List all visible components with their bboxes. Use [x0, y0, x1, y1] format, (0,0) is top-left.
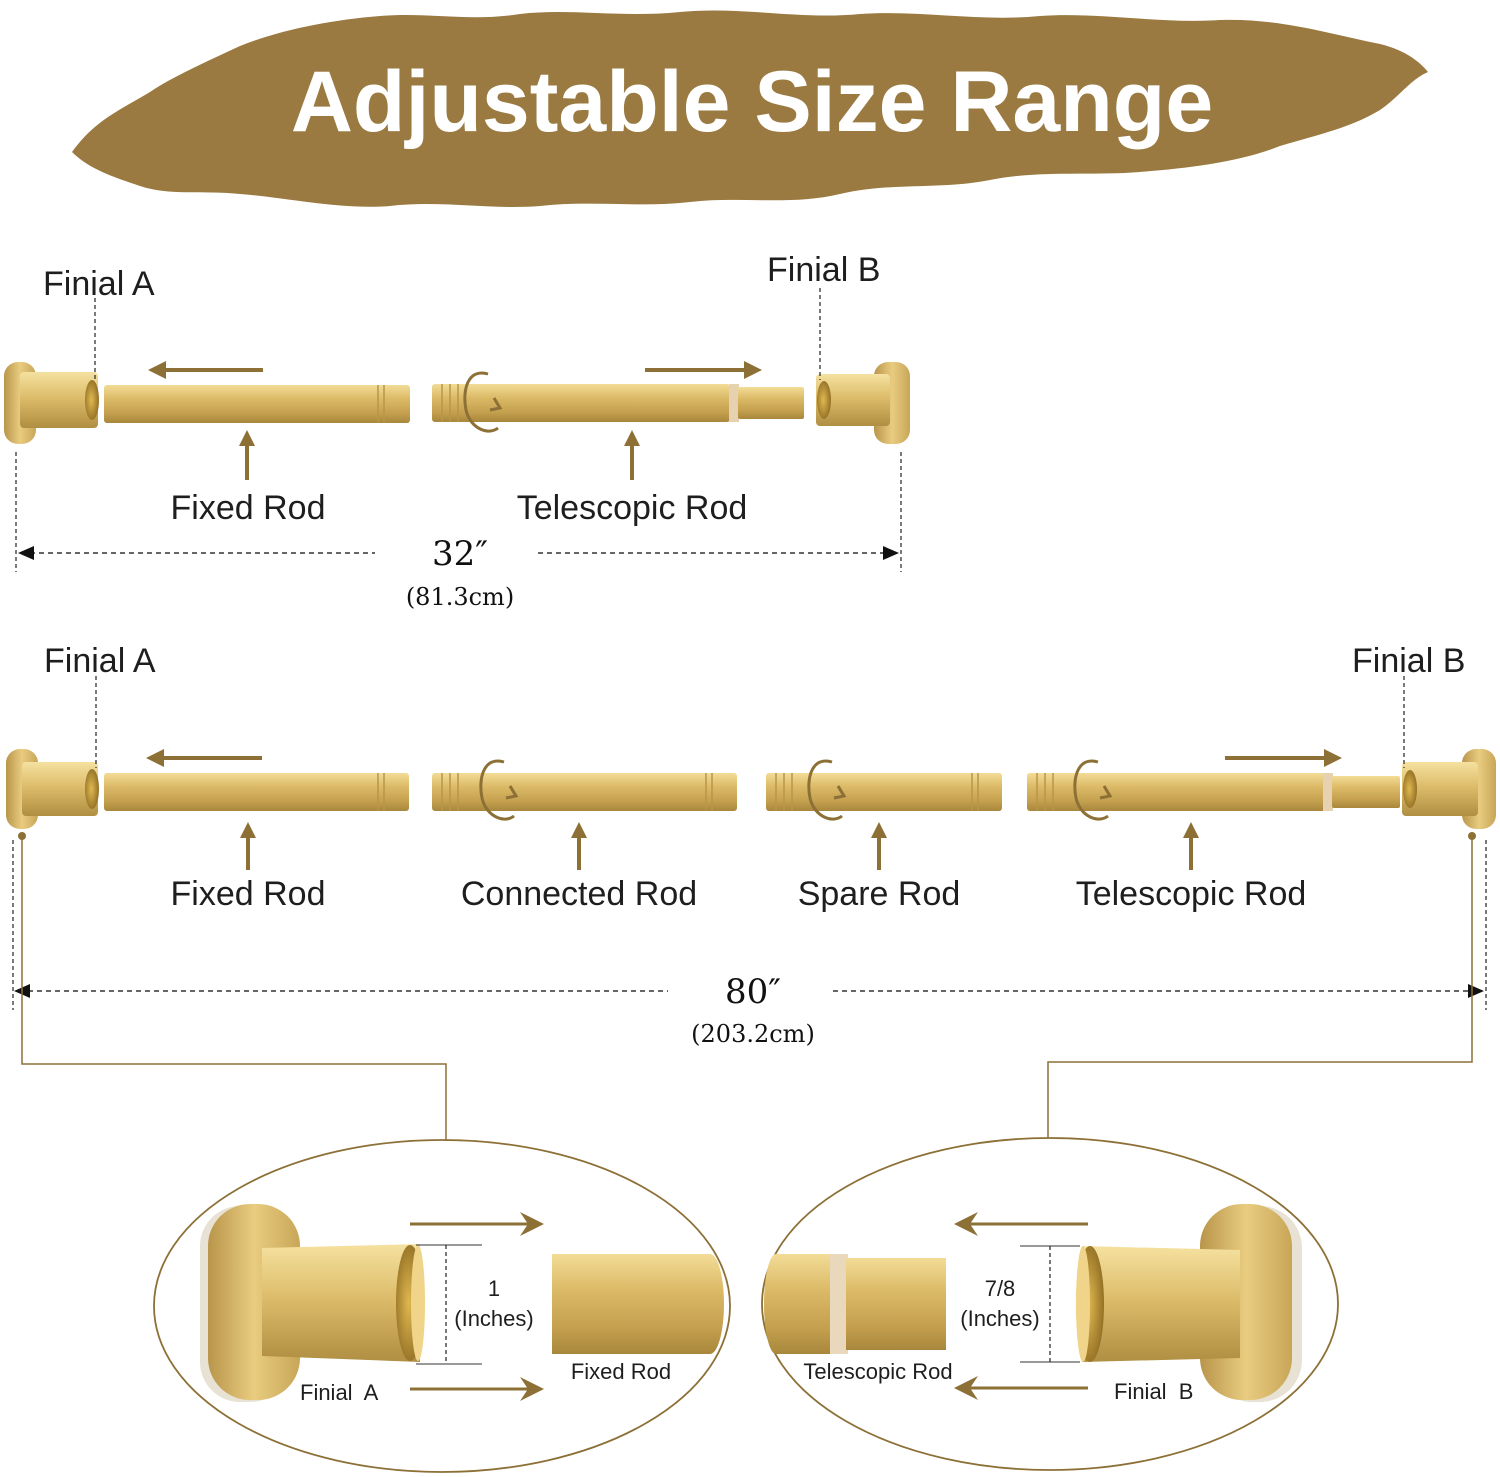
length-inches: 80″: [725, 972, 781, 1012]
diameter-value: 7/8: [985, 1276, 1016, 1301]
insert-arrow-top: [954, 1212, 1088, 1236]
fixed-rod-label: Fixed Rod: [171, 875, 326, 913]
finial-a-label: Finial A: [43, 265, 155, 303]
slide-right-arrow: [1225, 749, 1342, 767]
finial-a-closeup-icon: [200, 1204, 425, 1402]
short-assembly: Finial A Finial B Fixed Rod Telescopic R…: [4, 251, 910, 611]
fixed-rod-pointer-arrow: [239, 430, 255, 480]
spare-rod-pointer-arrow: [871, 822, 887, 870]
slide-left-arrow: [146, 749, 262, 767]
spare-rod-icon: [766, 759, 1002, 821]
detail-right: 7/8 (Inches) Finial B Telescopic Rod: [761, 1137, 1339, 1471]
finial-b-label: Finial B: [767, 251, 880, 289]
diameter-unit: (Inches): [960, 1306, 1039, 1331]
connected-rod-pointer-arrow: [571, 822, 587, 870]
finial-a-caption: Finial A: [300, 1380, 379, 1405]
diameter-value: 1: [488, 1276, 500, 1301]
insert-arrow-bottom: [954, 1376, 1088, 1400]
length-cm: (203.2cm): [691, 1020, 815, 1048]
dimension-line-32: [18, 546, 899, 560]
slide-right-arrow: [645, 361, 762, 379]
fixed-rod-icon: [104, 773, 409, 811]
finial-b-icon: [1402, 749, 1496, 829]
finial-b-closeup-icon: [1076, 1204, 1302, 1402]
diameter-unit: (Inches): [454, 1306, 533, 1331]
diameter-bracket: [416, 1244, 482, 1365]
telescopic-rod-label: Telescopic Rod: [1076, 875, 1307, 913]
diameter-bracket: [1020, 1245, 1080, 1363]
telescopic-rod-label: Telescopic Rod: [517, 489, 748, 527]
paint-stroke: [72, 10, 1428, 207]
spare-rod-label: Spare Rod: [798, 875, 961, 913]
long-assembly: Finial A Finial B Fixed Rod Connected Ro…: [6, 642, 1496, 1048]
finial-b-icon: [816, 362, 910, 444]
fixed-rod-label: Fixed Rod: [171, 489, 326, 527]
insert-arrow-bottom: [410, 1377, 544, 1401]
fixed-rod-icon: [104, 385, 410, 423]
telescopic-rod-pointer-arrow: [1183, 822, 1199, 870]
fixed-rod-caption: Fixed Rod: [571, 1359, 671, 1384]
slide-left-arrow: [148, 361, 263, 379]
telescopic-rod-icon: [432, 371, 804, 433]
detail-left: 1 (Inches) Finial A Fixed Rod: [153, 1139, 731, 1473]
fixed-rod-closeup-icon: [552, 1254, 724, 1354]
page-title: Adjustable Size Range: [291, 54, 1213, 150]
fixed-rod-pointer-arrow: [240, 822, 256, 870]
connected-rod-icon: [432, 759, 737, 821]
telescopic-rod-pointer-arrow: [624, 430, 640, 480]
telescopic-rod-closeup-icon: [764, 1254, 946, 1354]
insert-arrow-top: [410, 1212, 544, 1236]
finial-a-icon: [4, 362, 99, 444]
detail-connectors: [18, 832, 1476, 1140]
length-cm: (81.3cm): [406, 583, 514, 611]
finial-b-label: Finial B: [1352, 642, 1465, 680]
connected-rod-label: Connected Rod: [461, 875, 697, 913]
finial-b-caption: Finial B: [1114, 1379, 1193, 1404]
title-banner: Adjustable Size Range: [72, 10, 1428, 207]
telescopic-rod-icon: [1027, 759, 1400, 821]
finial-a-label: Finial A: [44, 642, 156, 680]
telescopic-rod-caption: Telescopic Rod: [803, 1359, 952, 1384]
length-inches: 32″: [432, 534, 488, 574]
finial-a-icon: [6, 749, 99, 829]
